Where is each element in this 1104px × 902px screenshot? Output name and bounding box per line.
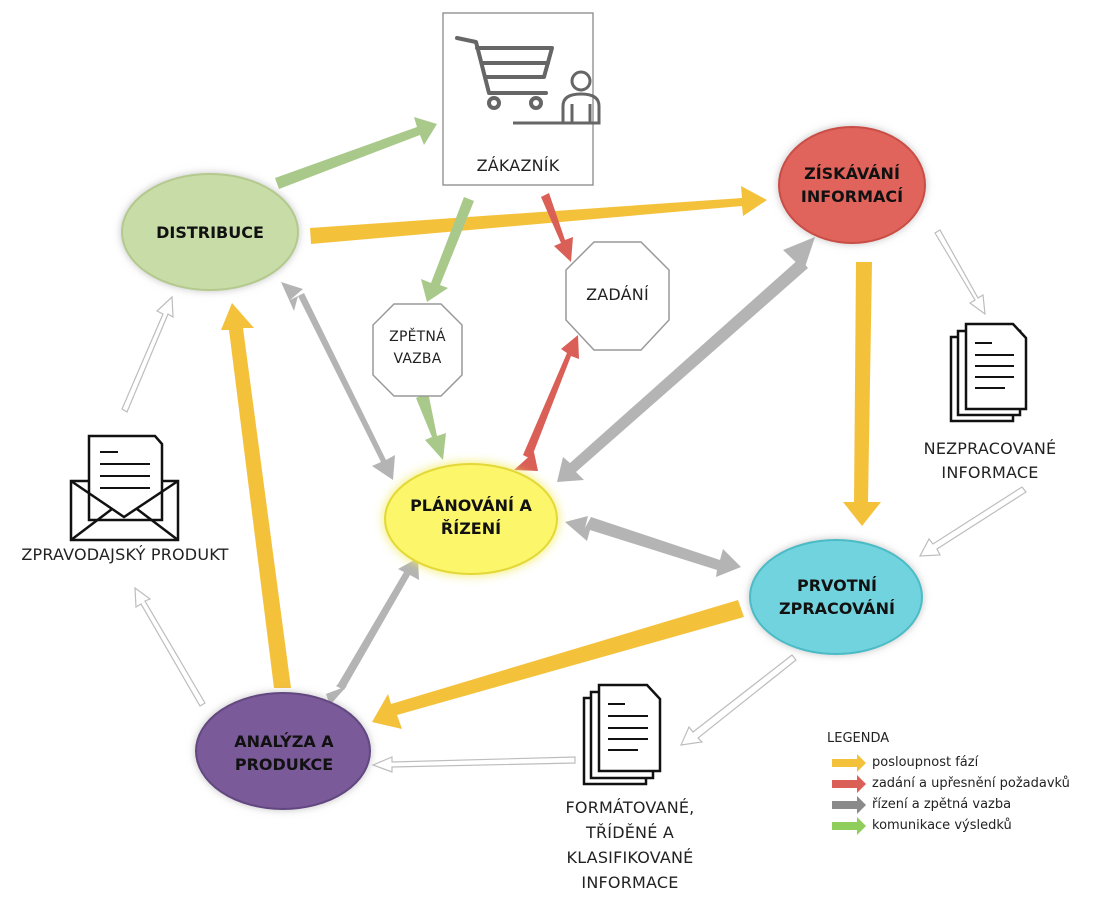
arrow-analysis-planning-tail [326,686,347,705]
formatted-info-label-line-3: KLASIFIKOVANÉ [566,848,694,867]
collection-label-line-1: ZÍSKÁVÁNÍ [804,164,900,183]
raw-info-label: NEZPRACOVANÉ INFORMACE [905,437,1075,485]
planning-label-line-1: PLÁNOVÁNÍ A [410,496,532,515]
arrow-collection-planning [557,258,808,482]
legend-item-requirements: zadání a upřesnění požadavků [872,776,1070,791]
legend-swatch-results [832,817,866,835]
processing-label-line-2: ZPRACOVÁNÍ [779,599,895,618]
raw-info-label-line-2: INFORMACE [941,463,1039,482]
raw-info-document-icon [949,322,1028,423]
formatted-info-label-line-2: TŘÍDĚNÉ A [586,823,674,842]
arrow-formatted-to-analysis [371,756,576,773]
arrow-analysis-to-report [134,586,206,707]
feedback-label-line-1: ZPĚTNÁ [389,329,446,345]
collection-label: ZÍSKÁVÁNÍ INFORMACÍ [782,162,922,208]
arrow-planning-processing [565,516,741,577]
analysis-node [195,692,371,810]
arrow-customer-to-assignment [541,193,573,262]
collection-label-line-2: INFORMACÍ [800,187,904,206]
arrow-feedback-to-planning [416,392,446,460]
control-arrows [281,237,815,705]
legend-item-control: řízení a zpětná vazba [872,797,1012,812]
formatted-info-document-icon [582,683,662,786]
legend-swatch-control [832,796,866,814]
feedback-label-line-2: VAZBA [393,351,442,367]
assignment-octagon [565,241,670,351]
report-label: ZPRAVODAJSKÝ PRODUKT [21,545,229,564]
formatted-info-label-line-4: INFORMACE [581,873,679,892]
arrow-processing-to-analysis [372,600,744,729]
arrow-planning-to-assignment [523,335,579,459]
processing-label-line-1: PRVOTNÍ [796,576,877,595]
arrow-distribution-to-customer [275,117,437,189]
arrow-distribution-planning [281,282,395,480]
analysis-label-line-2: PRODUKCE [234,755,334,774]
legend-item-results: komunikace výsledků [872,818,1012,833]
arrow-analysis-to-distribution [221,303,291,688]
legend-swatches [832,754,866,835]
assignment-label: ZADÁNÍ [586,285,649,304]
distribution-label: DISTRIBUCE [156,223,264,242]
document-flow-arrows [121,229,1027,773]
arrow-processing-to-formatted [680,654,797,746]
planning-label: PLÁNOVÁNÍ A ŘÍZENÍ [390,494,552,540]
arrow-analysis-planning [336,558,419,690]
arrow-planning-to-assignment-tail [514,452,538,471]
requirement-arrows [514,193,579,471]
arrow-report-to-distribution [121,295,174,413]
formatted-info-label: FORMÁTOVANÉ, TŘÍDĚNÉ A KLASIFIKOVANÉ INF… [540,795,720,895]
collection-node [778,126,926,244]
raw-info-label-line-1: NEZPRACOVANÉ [923,439,1057,458]
legend-title: LEGENDA [827,731,890,746]
sequence-arrows [221,186,881,729]
result-arrows [275,117,474,460]
arrow-collection-to-raw-info [934,229,986,316]
report-envelope-icon [69,434,180,542]
shopping-cart-icon [455,36,554,110]
analysis-label: ANALÝZA A PRODUKCE [203,730,365,776]
processing-node [749,539,923,655]
legend-item-sequence: posloupnost fází [872,755,979,770]
customer-node [442,12,601,186]
arrow-distribution-to-collection [310,186,767,244]
formatted-info-label-line-1: FORMÁTOVANÉ, [565,798,695,817]
arrow-raw-info-to-processing [918,486,1027,557]
arrow-customer-to-feedback [421,197,474,302]
legend-swatch-sequence [832,754,866,772]
person-icon [513,70,601,125]
customer-label: ZÁKAZNÍK [476,156,560,175]
arrow-collection-planning-head [783,237,815,270]
feedback-octagon [372,303,463,397]
analysis-label-line-1: ANALÝZA A [234,732,334,751]
distribution-node [121,173,299,291]
planning-node [384,463,558,575]
legend-swatch-requirements [832,775,866,793]
planning-label-line-2: ŘÍZENÍ [440,519,502,538]
processing-label: PRVOTNÍ ZPRACOVÁNÍ [756,574,918,620]
feedback-label: ZPĚTNÁ VAZBA [373,326,462,370]
arrow-collection-to-processing [843,262,881,526]
